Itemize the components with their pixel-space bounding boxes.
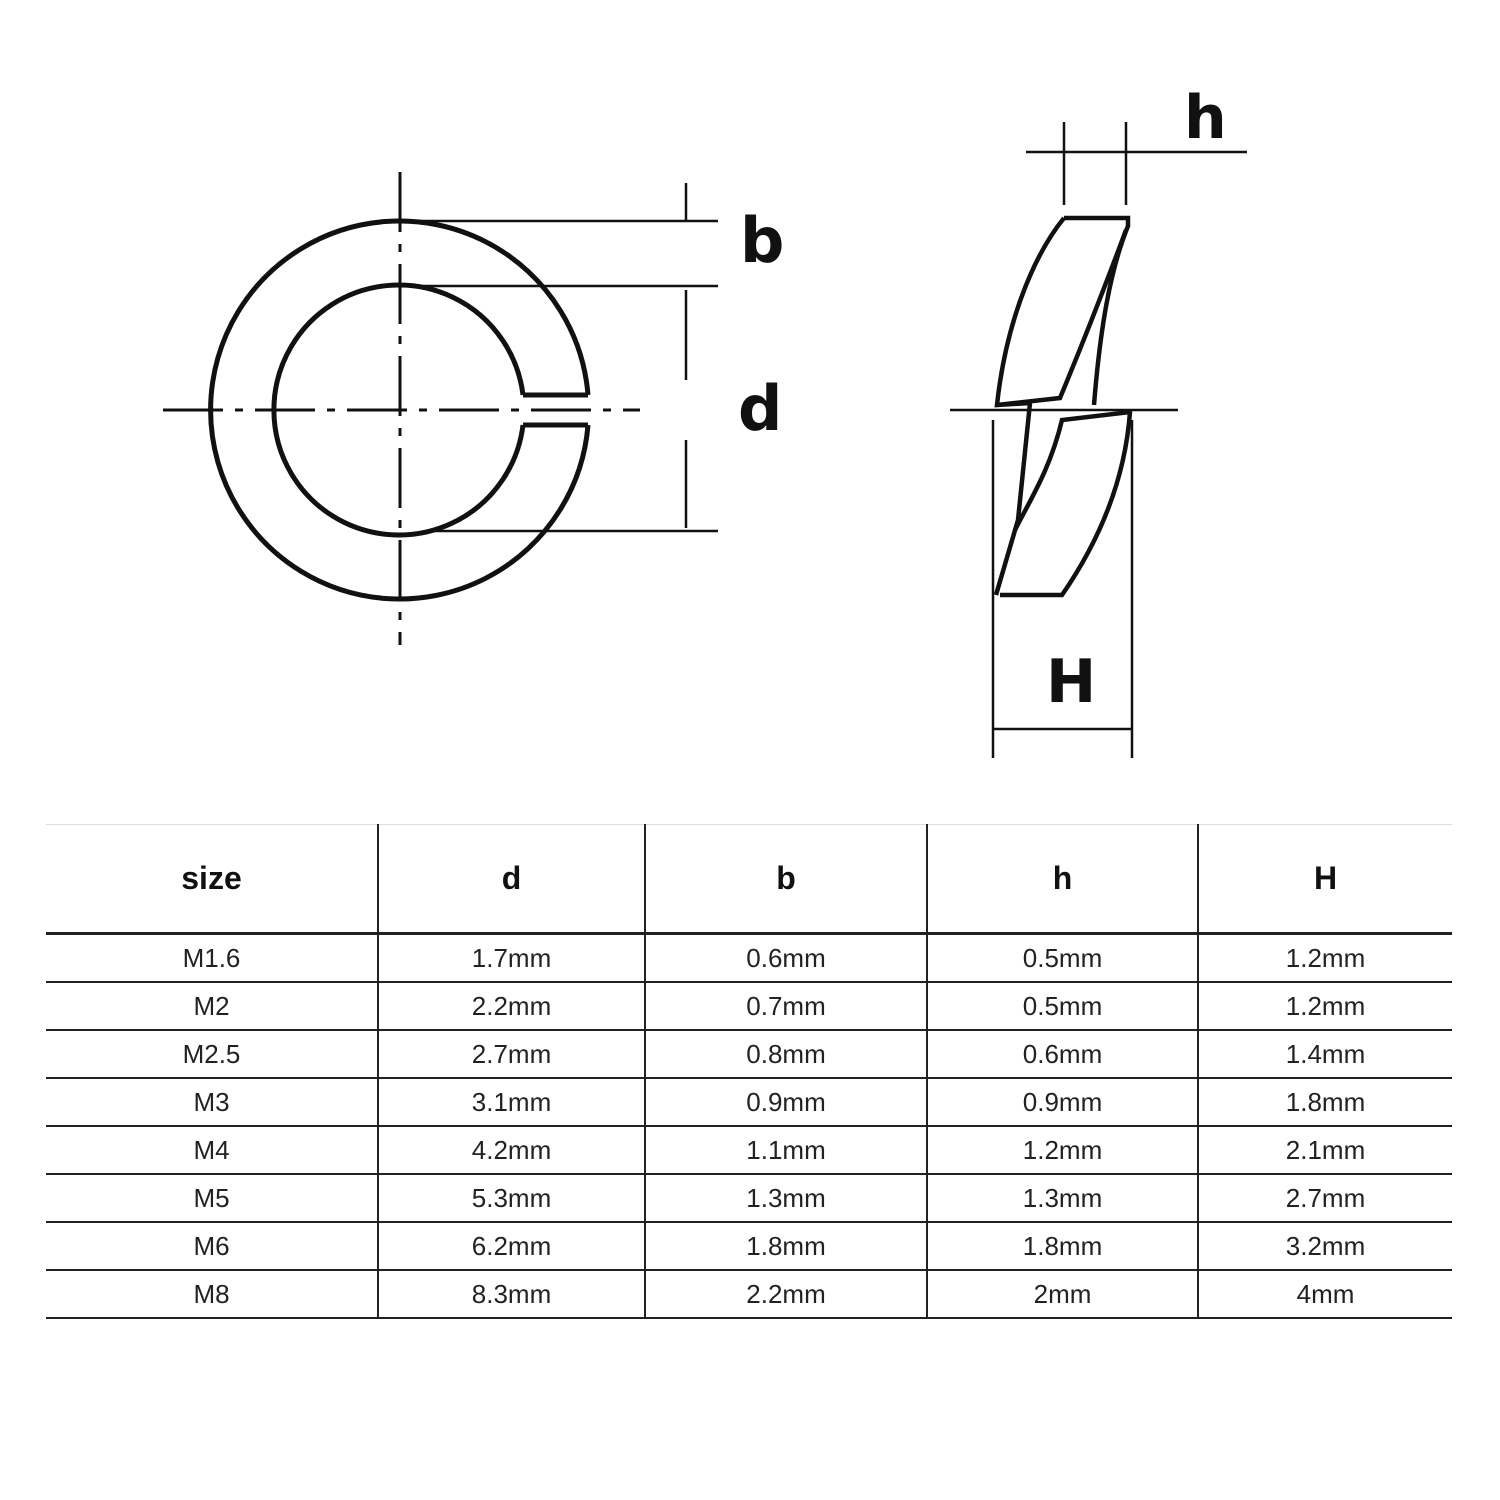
cell-b: 1.3mm bbox=[645, 1174, 928, 1223]
header-d: d bbox=[378, 824, 646, 935]
cell-size: M1.6 bbox=[46, 933, 379, 983]
cell-d: 4.2mm bbox=[378, 1126, 646, 1175]
header-b: b bbox=[645, 824, 928, 935]
dimension-label-b: b bbox=[740, 204, 785, 277]
cell-H: 1.4mm bbox=[1198, 1030, 1452, 1079]
cell-d: 8.3mm bbox=[378, 1270, 646, 1319]
cell-d: 5.3mm bbox=[378, 1174, 646, 1223]
cell-d: 2.7mm bbox=[378, 1030, 646, 1079]
cell-H: 4mm bbox=[1198, 1270, 1452, 1319]
cell-size: M6 bbox=[46, 1222, 379, 1271]
cell-h: 1.8mm bbox=[927, 1222, 1199, 1271]
cell-size: M4 bbox=[46, 1126, 379, 1175]
dimension-label-d: d bbox=[738, 372, 783, 445]
cell-H: 1.8mm bbox=[1198, 1078, 1452, 1127]
cell-h: 1.2mm bbox=[927, 1126, 1199, 1175]
cell-H: 2.7mm bbox=[1198, 1174, 1452, 1223]
cell-H: 2.1mm bbox=[1198, 1126, 1452, 1175]
side-dimension-lines bbox=[950, 122, 1247, 758]
cell-size: M2.5 bbox=[46, 1030, 379, 1079]
dimension-label-h: h bbox=[1184, 83, 1227, 153]
dimension-label-H: H bbox=[1046, 647, 1097, 717]
cell-d: 3.1mm bbox=[378, 1078, 646, 1127]
cell-H: 1.2mm bbox=[1198, 982, 1452, 1031]
cell-h: 2mm bbox=[927, 1270, 1199, 1319]
cell-b: 0.8mm bbox=[645, 1030, 928, 1079]
cell-b: 1.1mm bbox=[645, 1126, 928, 1175]
side-view bbox=[993, 215, 1133, 598]
cell-d: 6.2mm bbox=[378, 1222, 646, 1271]
table-header-row: size d b h H bbox=[46, 824, 1452, 935]
cell-h: 0.9mm bbox=[927, 1078, 1199, 1127]
cell-b: 0.9mm bbox=[645, 1078, 928, 1127]
cell-size: M8 bbox=[46, 1270, 379, 1319]
front-dimension-lines bbox=[400, 183, 718, 533]
cell-d: 1.7mm bbox=[378, 933, 646, 983]
cell-size: M5 bbox=[46, 1174, 379, 1223]
spring-washer-drawing bbox=[163, 122, 1247, 758]
header-size: size bbox=[46, 824, 379, 935]
cell-size: M2 bbox=[46, 982, 379, 1031]
cell-H: 3.2mm bbox=[1198, 1222, 1452, 1271]
cell-b: 2.2mm bbox=[645, 1270, 928, 1319]
center-lines bbox=[163, 172, 640, 645]
cell-b: 1.8mm bbox=[645, 1222, 928, 1271]
cell-h: 0.5mm bbox=[927, 982, 1199, 1031]
cell-h: 1.3mm bbox=[927, 1174, 1199, 1223]
cell-h: 0.5mm bbox=[927, 933, 1199, 983]
cell-b: 0.6mm bbox=[645, 933, 928, 983]
cell-h: 0.6mm bbox=[927, 1030, 1199, 1079]
cell-d: 2.2mm bbox=[378, 982, 646, 1031]
cell-H: 1.2mm bbox=[1198, 933, 1452, 983]
cell-b: 0.7mm bbox=[645, 982, 928, 1031]
header-h: h bbox=[927, 824, 1199, 935]
cell-size: M3 bbox=[46, 1078, 379, 1127]
header-H: H bbox=[1198, 824, 1452, 935]
